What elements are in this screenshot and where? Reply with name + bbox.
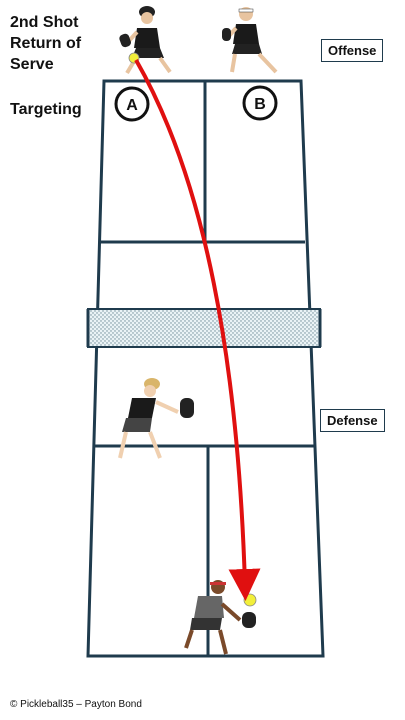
title-line-3: Serve — [10, 56, 54, 73]
title-line-2: Return of — [10, 35, 82, 52]
defense-baseline-player-figure — [184, 580, 257, 655]
player-b-marker — [242, 85, 278, 121]
shot-trajectory-arrow — [134, 59, 261, 601]
diagram-title: 2nd Shot Return of Serve — [10, 12, 81, 75]
net — [86, 308, 322, 348]
court-outline — [86, 79, 325, 658]
player-a-figure — [119, 6, 172, 75]
player-a-marker — [114, 86, 150, 122]
player-a-label: A — [126, 97, 138, 114]
copyright-notice: © Pickleball35 – Payton Bond — [10, 699, 142, 710]
defense-net-player-figure — [118, 378, 194, 459]
diagram-subtitle: Targeting — [10, 101, 82, 118]
player-b-figure — [222, 7, 278, 74]
title-line-1: 2nd Shot — [10, 14, 79, 31]
defense-label: Defense — [320, 409, 385, 432]
court-lines — [86, 79, 325, 658]
player-b-label: B — [254, 96, 266, 113]
offense-label: Offense — [321, 39, 384, 62]
